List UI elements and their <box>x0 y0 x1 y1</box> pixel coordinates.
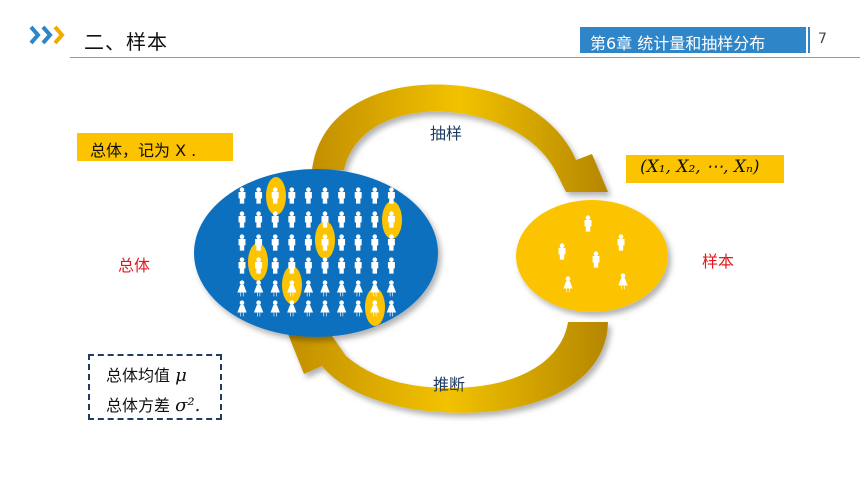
population-variance-text: 总体方差 <box>106 396 171 415</box>
person-icon <box>288 211 296 228</box>
person-icon <box>617 234 625 251</box>
person-icon <box>386 300 397 317</box>
variance-symbol: σ². <box>175 395 201 416</box>
person-icon <box>255 257 263 274</box>
person-icon <box>353 300 363 317</box>
person-icon <box>271 211 279 228</box>
person-icon <box>320 280 330 297</box>
person-icon <box>321 211 329 228</box>
sample-vector-box <box>626 155 784 183</box>
person-icon <box>238 211 246 228</box>
person-icon <box>387 211 395 228</box>
person-icon <box>271 187 279 204</box>
person-icon <box>354 234 362 251</box>
person-icon <box>386 280 397 297</box>
population-ellipse <box>194 169 438 337</box>
population-label: 总体 <box>118 256 151 275</box>
sample-ellipse <box>516 200 668 312</box>
section-title: 二、样本 <box>84 30 168 54</box>
person-icon <box>304 187 312 204</box>
person-icon <box>592 251 600 268</box>
page-number-box <box>808 27 860 53</box>
person-icon <box>288 187 296 204</box>
person-icon <box>563 276 573 293</box>
header-divider <box>70 57 860 58</box>
person-icon <box>338 257 346 274</box>
person-icon <box>287 300 297 317</box>
person-icon <box>321 257 329 274</box>
person-icon <box>288 257 296 274</box>
sampling-arrow-icon <box>312 84 608 192</box>
inference-arrow-icon <box>288 322 608 413</box>
person-icon <box>288 234 296 251</box>
sample-people <box>558 215 628 293</box>
person-icon <box>354 187 362 204</box>
person-icon <box>238 234 246 251</box>
person-icon <box>371 234 379 251</box>
person-icon <box>336 280 347 297</box>
person-icon <box>237 300 247 317</box>
person-icon <box>253 300 264 317</box>
population-variance: 总体方差 σ². <box>106 392 200 416</box>
person-icon <box>255 234 263 251</box>
person-icon <box>584 215 592 232</box>
person-icon <box>371 187 379 204</box>
person-icon <box>304 257 312 274</box>
population-mean: 总体均值 μ <box>106 362 187 386</box>
person-icon <box>387 187 395 204</box>
person-icon <box>238 257 246 274</box>
population-note: 总体，记为 X . <box>90 141 197 160</box>
person-icon <box>303 300 314 317</box>
page-number: 7 <box>818 31 827 47</box>
sample-label: 样本 <box>702 252 735 271</box>
inference-label: 推断 <box>433 375 466 394</box>
person-icon <box>370 280 380 297</box>
selected-highlight <box>248 243 268 281</box>
person-icon <box>304 211 312 228</box>
parameters-box <box>88 354 222 420</box>
population-mean-text: 总体均值 <box>106 366 171 385</box>
population-people <box>237 177 402 326</box>
person-icon <box>304 234 312 251</box>
person-icon <box>387 257 395 274</box>
person-icon <box>338 187 346 204</box>
person-icon <box>255 187 263 204</box>
person-icon <box>618 273 628 290</box>
person-icon <box>370 300 380 317</box>
chevron-right-icon <box>29 25 65 45</box>
person-icon <box>253 280 264 297</box>
person-icon <box>321 187 329 204</box>
person-icon <box>271 257 279 274</box>
person-icon <box>336 300 347 317</box>
chapter-title: 第6章 统计量和抽样分布 <box>590 34 766 53</box>
sample-vector: (X₁, X₂, ⋯, Xₙ) <box>640 157 760 177</box>
person-icon <box>271 234 279 251</box>
person-icon <box>354 257 362 274</box>
person-icon <box>353 280 363 297</box>
person-icon <box>371 257 379 274</box>
person-icon <box>387 234 395 251</box>
person-icon <box>338 234 346 251</box>
person-icon <box>371 211 379 228</box>
person-icon <box>255 211 263 228</box>
sampling-label: 抽样 <box>430 124 463 143</box>
person-icon <box>287 280 297 297</box>
person-icon <box>303 280 314 297</box>
person-icon <box>237 280 247 297</box>
person-icon <box>321 234 329 251</box>
mean-symbol: μ <box>175 365 187 386</box>
person-icon <box>270 300 280 317</box>
person-icon <box>238 187 246 204</box>
person-icon <box>320 300 330 317</box>
chapter-badge <box>580 27 806 53</box>
population-note-box <box>77 133 233 161</box>
person-icon <box>338 211 346 228</box>
person-icon <box>558 243 566 260</box>
person-icon <box>354 211 362 228</box>
person-icon <box>270 280 280 297</box>
